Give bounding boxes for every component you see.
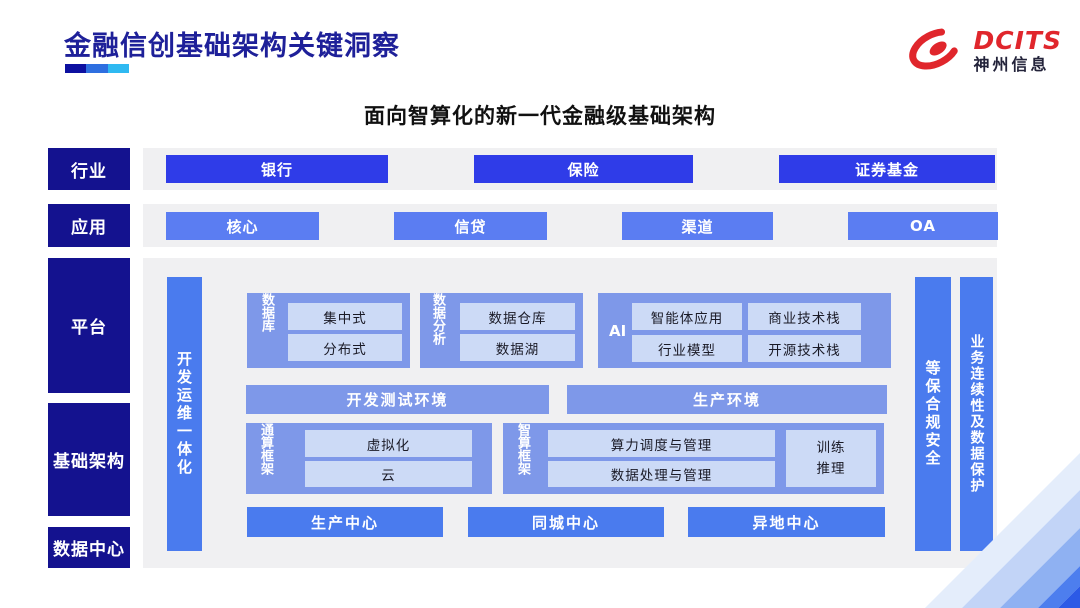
database-group-label: 数据库 [259,293,274,332]
corner-decoration [925,453,1080,608]
row-label-infrastructure: 基础架构 [48,403,130,516]
row-label-platform: 平台 [48,258,130,393]
app-item-credit: 信贷 [394,212,547,240]
logo-brand: DCITS [973,26,1062,56]
platform-container: 开发运维一体化 数据库 集中式 分布式 数据分析 数据仓库 数据湖 AI 智能体… [143,258,997,568]
chip-cloud: 云 [305,461,472,487]
underline-segment [86,64,108,73]
business-continuity-bar: 业务连续性及数据保护 [960,277,993,551]
ai-group: AI 智能体应用 商业技术栈 行业模型 开源技术栈 [598,293,891,368]
chip-centralized: 集中式 [288,303,402,330]
underline-segment [65,64,87,73]
ai-compute-framework-label: 智算框架 [515,423,530,475]
chip-data-warehouse: 数据仓库 [460,303,575,330]
application-row: 核心 信贷 渠道 OA [143,204,998,247]
center-remote: 异地中心 [688,507,885,537]
chip-distributed: 分布式 [288,334,402,361]
env-bar-production: 生产环境 [567,385,887,414]
data-analytics-group: 数据分析 数据仓库 数据湖 [420,293,583,368]
chip-compute-scheduling: 算力调度与管理 [548,430,775,457]
industry-item-insurance: 保险 [474,155,693,183]
logo-swirl-icon [904,20,966,82]
general-compute-framework-label: 通算框架 [258,423,273,475]
env-bar-devtest: 开发测试环境 [246,385,549,414]
chip-virtualization: 虚拟化 [305,430,472,457]
chip-industry-models: 行业模型 [632,335,742,362]
center-same-city: 同城中心 [468,507,664,537]
database-group: 数据库 集中式 分布式 [247,293,410,368]
page-title: 金融信创基础架构关键洞察 [64,31,400,62]
diagram-subtitle: 面向智算化的新一代金融级基础架构 [364,104,716,128]
chip-data-processing: 数据处理与管理 [548,461,775,487]
industry-row: 银行 保险 证券基金 [143,148,997,190]
chip-agent-apps: 智能体应用 [632,303,742,330]
devops-pipeline-bar: 开发运维一体化 [167,277,202,551]
logo-company-name: 神州信息 [973,54,1050,74]
ai-group-label: AI [609,321,627,340]
row-label-industry: 行业 [48,148,130,190]
ai-compute-framework-group: 智算框架 算力调度与管理 数据处理与管理 训练推理 [503,423,884,494]
industry-item-securities-funds: 证券基金 [779,155,995,183]
company-logo: DCITS 神州信息 [904,20,1062,82]
industry-item-bank: 银行 [166,155,388,183]
general-compute-framework-group: 通算框架 虚拟化 云 [246,423,492,494]
center-production: 生产中心 [247,507,443,537]
app-item-core: 核心 [166,212,319,240]
security-compliance-bar: 等保合规安全 [915,277,951,551]
chip-training-inference: 训练推理 [786,430,876,487]
chip-open-source-stack: 开源技术栈 [748,335,861,362]
data-analytics-group-label: 数据分析 [430,293,445,345]
row-label-application: 应用 [48,204,130,247]
app-item-channel: 渠道 [622,212,773,240]
app-item-oa: OA [848,212,998,240]
chip-data-lake: 数据湖 [460,334,575,361]
row-label-datacenter: 数据中心 [48,527,130,568]
underline-segment [107,64,129,73]
title-underline [65,64,129,73]
chip-commercial-stack: 商业技术栈 [748,303,861,330]
